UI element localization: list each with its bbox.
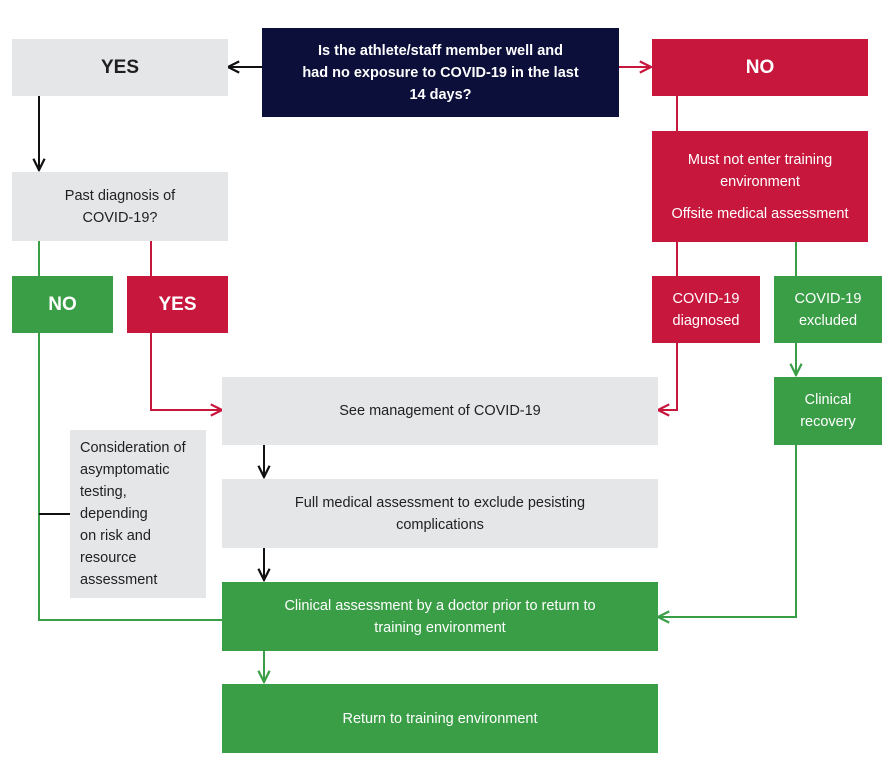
see-management-box: See management of COVID-19 <box>222 377 658 445</box>
question-box: Is the athlete/staff member well and had… <box>262 28 619 117</box>
return-training-box: Return to training environment <box>222 684 658 753</box>
edge-recovery-to-clinical <box>658 445 797 617</box>
edge-no-left-to-clinical <box>38 333 222 621</box>
edge-yes-left-to-management <box>150 333 222 410</box>
no-left-box: NO <box>12 276 113 333</box>
must-not-enter-box: Must not enter training environment Offs… <box>652 131 868 242</box>
no-top-box: NO <box>652 39 868 96</box>
consideration-box: Consideration of asymptomatic testing, d… <box>70 430 206 598</box>
past-diagnosis-box: Past diagnosis of COVID-19? <box>12 172 228 241</box>
clinical-recovery-box: Clinical recovery <box>774 377 882 445</box>
covid-diagnosed-box: COVID-19 diagnosed <box>652 276 760 343</box>
covid-excluded-box: COVID-19 excluded <box>774 276 882 343</box>
yes-top-box: YES <box>12 39 228 96</box>
edge-diagnosed-to-management <box>658 343 678 410</box>
yes-left-box: YES <box>127 276 228 333</box>
clinical-assessment-box: Clinical assessment by a doctor prior to… <box>222 582 658 651</box>
full-medical-box: Full medical assessment to exclude pesis… <box>222 479 658 548</box>
